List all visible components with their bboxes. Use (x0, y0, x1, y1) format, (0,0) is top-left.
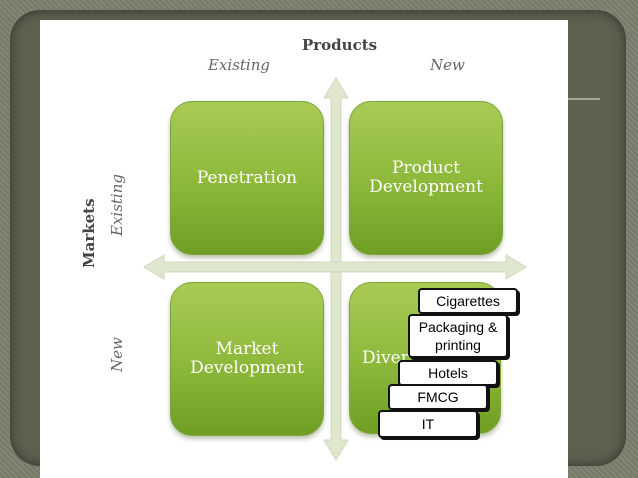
row-label-existing: Existing (108, 174, 126, 236)
tag-it-label: IT (421, 416, 435, 432)
row-label-new: New (108, 337, 126, 372)
column-label-new: New (430, 56, 465, 74)
tag-hotels: Hotels (398, 360, 498, 386)
tag-cigarettes: Cigarettes (418, 288, 518, 314)
tag-cigarettes-label: Cigarettes (436, 293, 500, 309)
quadrant-diversification-label: Diver (362, 347, 409, 368)
horizontal-axis-arrow (143, 254, 527, 280)
tag-fmcg: FMCG (388, 384, 488, 410)
tag-packaging-printing-label: Packaging & printing (418, 319, 498, 353)
tag-packaging-printing: Packaging & printing (408, 314, 508, 358)
quadrant-market-development: Market Development (170, 282, 324, 436)
quadrant-product-development-label: Product Development (369, 158, 483, 197)
quadrant-penetration-label: Penetration (196, 167, 298, 188)
tag-hotels-label: Hotels (428, 365, 468, 381)
quadrant-product-development: Product Development (349, 101, 503, 255)
products-heading: Products (302, 36, 378, 54)
tag-fmcg-label: FMCG (417, 389, 459, 405)
accent-line (568, 98, 600, 100)
column-label-existing: Existing (208, 56, 270, 74)
quadrant-penetration: Penetration (170, 101, 324, 255)
quadrant-market-development-label: Market Development (190, 339, 304, 378)
markets-heading: Markets (80, 198, 98, 268)
slide-canvas: Products Existing New Markets Existing N… (40, 20, 568, 478)
axis-arrows (143, 77, 527, 461)
tag-it: IT (378, 410, 478, 438)
